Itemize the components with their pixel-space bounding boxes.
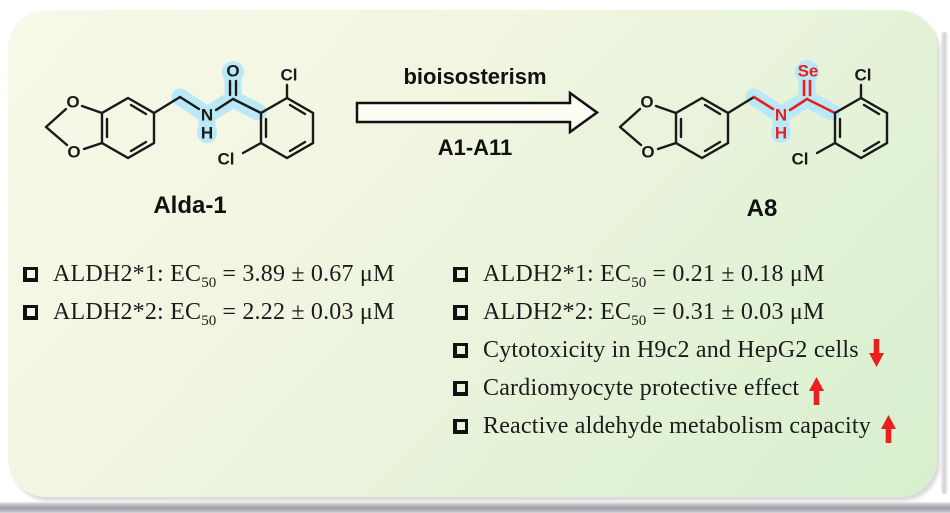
checkbox-bullet-icon <box>23 266 38 282</box>
hollow-right-arrow-icon <box>355 90 600 135</box>
transformation-arrow-group: bioisosterism A1-A11 <box>345 62 605 162</box>
a8-properties-list: ALDH2*1: EC50 = 0.21 ± 0.18 μM ALDH2*2: … <box>453 255 897 445</box>
list-item: ALDH2*2: EC50 = 0.31 ± 0.03 μM <box>453 293 897 331</box>
graphical-abstract-card <box>8 10 937 497</box>
atom-label-o-icon: O <box>640 93 653 112</box>
checkbox-bullet-icon <box>453 380 468 396</box>
atom-label-o-icon: O <box>641 143 654 162</box>
arrow-bottom-label: A1-A11 <box>437 135 513 160</box>
list-item: Cytotoxicity in H9c2 and HepG2 cells <box>453 331 897 369</box>
atom-label-cl-icon: Cl <box>855 66 872 85</box>
checkbox-bullet-icon <box>453 342 468 358</box>
list-item-text: ALDH2*1: EC50 = 0.21 ± 0.18 μM <box>483 260 825 291</box>
amide-highlight-glow <box>171 61 267 143</box>
bonds <box>618 79 889 160</box>
trend-down-icon <box>868 339 884 367</box>
list-item: Cardiomyocyte protective effect <box>453 369 897 407</box>
atom-label-n-icon: N <box>201 106 213 125</box>
atom-label-n-icon: N <box>775 106 787 125</box>
list-item: Reactive aldehyde metabolism capacity <box>453 407 897 445</box>
atom-label-o-icon: O <box>67 143 80 162</box>
molecule-name-a8: A8 <box>746 195 778 222</box>
atom-label-cl-icon: Cl <box>218 150 235 169</box>
list-item-text: Cardiomyocyte protective effect <box>483 374 800 401</box>
selenoamide-highlight-glow <box>745 60 841 143</box>
atom-label-cl-icon: Cl <box>792 150 809 169</box>
checkbox-bullet-icon <box>453 418 468 434</box>
atom-label-h-icon: H <box>775 124 787 143</box>
list-item-text: ALDH2*2: EC50 = 0.31 ± 0.03 μM <box>483 298 825 329</box>
checkbox-bullet-icon <box>453 266 468 282</box>
checkbox-bullet-icon <box>453 304 468 320</box>
atom-label-cl-icon: Cl <box>281 66 298 85</box>
list-item-text: ALDH2*2: EC50 = 2.22 ± 0.03 μM <box>53 298 395 329</box>
atom-label-carbonyl-o-icon: O <box>226 62 239 81</box>
card-drop-shadow-bottom <box>0 502 950 513</box>
atom-label-h-icon: H <box>201 124 213 143</box>
list-item: ALDH2*2: EC50 = 2.22 ± 0.03 μM <box>23 293 395 331</box>
alda-1-properties-list: ALDH2*1: EC50 = 3.89 ± 0.67 μM ALDH2*2: … <box>23 255 395 331</box>
trend-up-icon <box>880 415 896 443</box>
list-item-text: Reactive aldehyde metabolism capacity <box>483 412 871 439</box>
trend-up-icon <box>809 377 825 405</box>
list-item: ALDH2*1: EC50 = 0.21 ± 0.18 μM <box>453 255 897 293</box>
list-item: ALDH2*1: EC50 = 3.89 ± 0.67 μM <box>23 255 395 293</box>
bonds <box>44 79 315 160</box>
atom-label-se-icon: Se <box>798 62 819 81</box>
molecule-structure-alda-1: O O N H O Cl Cl <box>44 61 315 169</box>
molecule-name-alda-1: Alda-1 <box>153 192 227 219</box>
arrow-top-label: bioisosterism <box>403 64 547 89</box>
card-drop-shadow-right <box>941 32 948 494</box>
list-item-text: ALDH2*1: EC50 = 3.89 ± 0.67 μM <box>53 260 395 291</box>
list-item-text: Cytotoxicity in H9c2 and HepG2 cells <box>483 336 859 363</box>
molecule-structure-a8: O O N H Se Cl Cl <box>618 60 889 169</box>
atom-label-o-icon: O <box>66 93 79 112</box>
checkbox-bullet-icon <box>23 304 38 320</box>
